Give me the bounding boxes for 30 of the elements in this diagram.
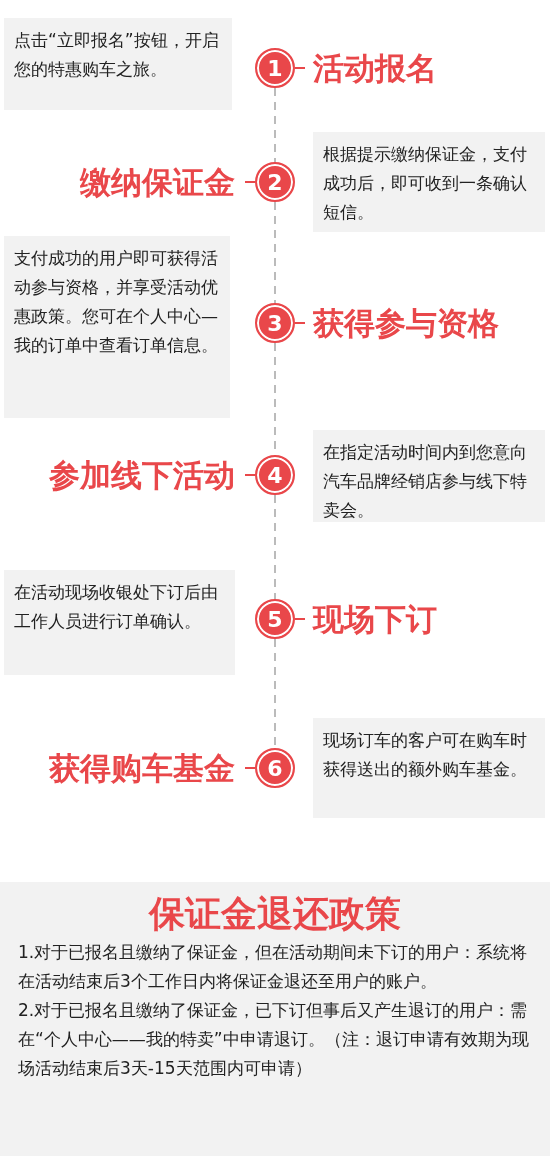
description-box: 点击“立即报名”按钮，开启您的特惠购车之旅。 — [4, 18, 232, 110]
step-title: 参加线下活动 — [15, 455, 235, 495]
step-title: 获得购车基金 — [15, 748, 235, 788]
timeline-connector — [274, 87, 276, 163]
step-number-circle: 2 — [255, 162, 295, 202]
description-box: 在指定活动时间内到您意向汽车品牌经销店参与线下特卖会。 — [313, 430, 545, 522]
timeline-connector — [274, 201, 276, 304]
description-box: 支付成功的用户即可获得活动参与资格，并享受活动优惠政策。您可在个人中心—我的订单中查看订单信息。 — [4, 236, 230, 418]
policy-paragraph: 2.对于已报名且缴纳了保证金，已下订但事后又产生退订的用户：需在“个人中心——我的特卖”中申请退订。（注：退订申请有效期为现场活动结束后3天-15天范围内可申请） — [18, 999, 530, 1080]
step-number-circle: 4 — [255, 455, 295, 495]
description-box: 现场订车的客户可在购车时获得送出的额外购车基金。 — [313, 718, 545, 818]
step-number-circle: 5 — [255, 599, 295, 639]
step-number-circle: 3 — [255, 303, 295, 343]
connector-line — [294, 67, 306, 69]
connector-line — [294, 322, 306, 324]
description-box: 根据提示缴纳保证金，支付成功后，即可收到一条确认短信。 — [313, 132, 545, 232]
panel-heading: 保证金退还政策 — [147, 892, 402, 936]
connector-line — [244, 181, 256, 183]
step-number-circle: 6 — [255, 748, 295, 788]
connector-line — [294, 618, 306, 620]
connector-line — [244, 767, 256, 769]
step-number-circle: 1 — [255, 48, 295, 88]
policy-paragraph: 1.对于已报名且缴纳了保证金，但在活动期间未下订的用户：系统将在活动结束后3个工作日内将保证金退还至用户的账户。 — [18, 941, 529, 993]
connector-line — [244, 474, 256, 476]
description-box: 在活动现场收银处下订后由工作人员进行订单确认。 — [4, 570, 235, 675]
step-title: 现场下订 — [313, 599, 513, 639]
step-title: 缴纳保证金 — [35, 162, 235, 202]
timeline-connector — [274, 494, 276, 600]
step-title: 获得参与资格 — [313, 303, 533, 343]
step-title: 活动报名 — [313, 48, 513, 88]
